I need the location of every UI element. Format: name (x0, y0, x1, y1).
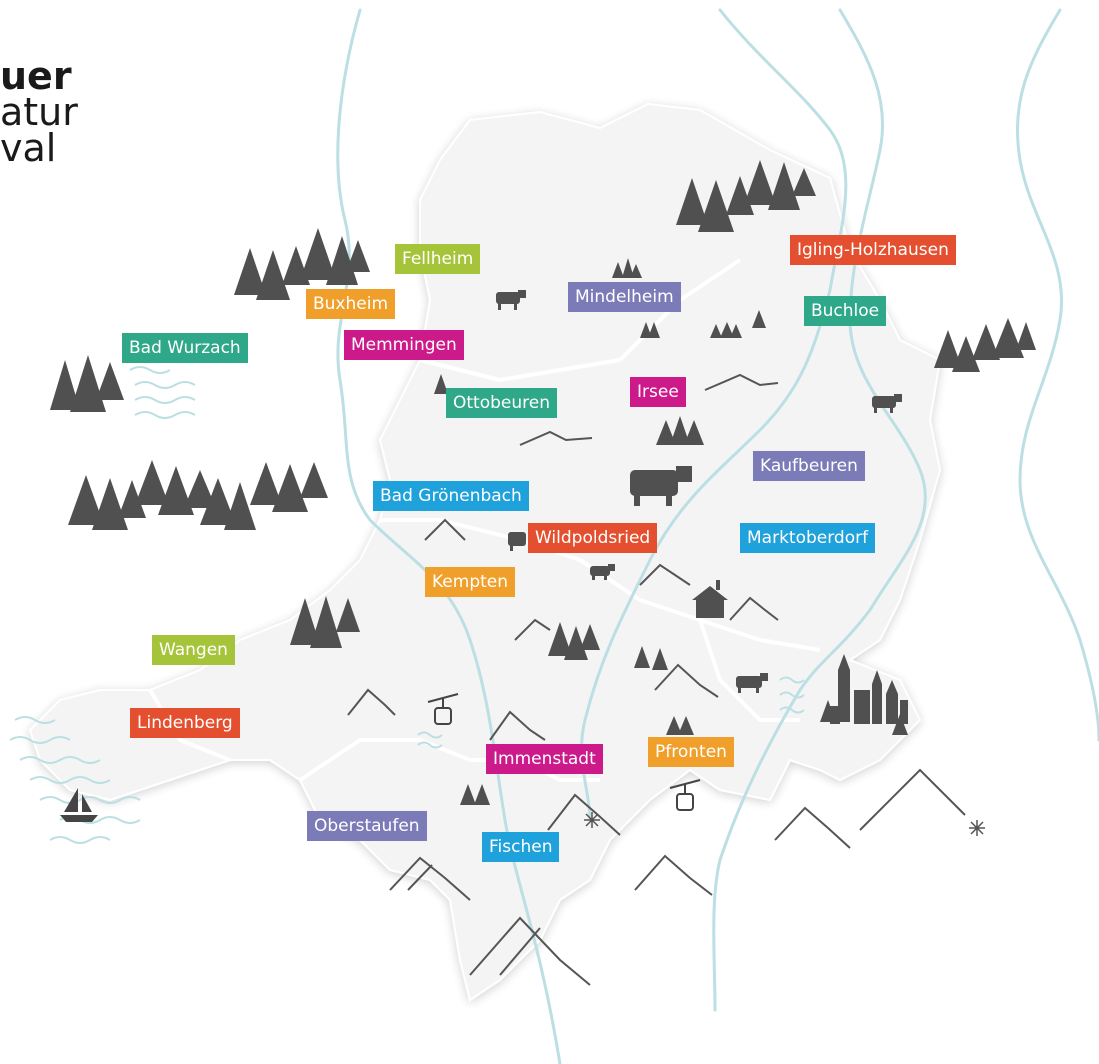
tree-groups (50, 160, 1036, 805)
sailboat-icon (60, 788, 98, 822)
place-label-memmingen[interactable]: Memmingen (344, 330, 464, 360)
hut-icon (692, 580, 728, 618)
waves-castle-icon (779, 676, 805, 714)
snowflake-icon (584, 812, 985, 836)
mountain-icon (424, 518, 466, 541)
place-label-bad-groenenbach[interactable]: Bad Grönenbach (373, 481, 529, 511)
mountain-icon (639, 563, 691, 586)
mountain-icon (547, 793, 621, 836)
place-label-lindenberg[interactable]: Lindenberg (130, 708, 240, 738)
cow-icon (590, 564, 615, 580)
title-line-1: uer (0, 54, 72, 98)
mountain-icon (389, 856, 471, 901)
festival-title: uer atur val (0, 54, 78, 170)
mountain-icon (654, 663, 719, 698)
place-label-immenstadt[interactable]: Immenstadt (486, 744, 603, 774)
mountain-icon (347, 688, 396, 716)
trees-west-forest-icon (68, 460, 328, 530)
castle-icon (830, 654, 908, 724)
mountain-icon (859, 768, 966, 831)
trees-north-east-icon (676, 160, 816, 232)
cow-icon (496, 290, 526, 310)
place-label-kempten[interactable]: Kempten (425, 567, 516, 597)
trees-bad-wurzach-icon (50, 355, 124, 412)
mountain-icon (634, 854, 713, 896)
place-label-pfronten[interactable]: Pfronten (648, 737, 734, 767)
lake-waves-icon (9, 716, 141, 844)
place-label-fellheim[interactable]: Fellheim (395, 244, 481, 274)
mountain-icon (514, 618, 551, 641)
cow-icons (496, 290, 902, 693)
cow-icon (872, 394, 902, 413)
mountain-icon (489, 710, 546, 741)
trees-east-icon (934, 318, 1036, 372)
waves-small-icon (417, 731, 443, 749)
trees-north-west-icon (234, 228, 370, 300)
mountain-icon (729, 596, 779, 621)
mountain-icons (347, 373, 966, 986)
rivers (336, 8, 1099, 1064)
place-label-bad-wurzach[interactable]: Bad Wurzach (122, 333, 248, 363)
mountain-icon (519, 430, 593, 446)
title-line-3: val (0, 126, 57, 170)
waves-bad-wurzach-icon (129, 366, 196, 419)
place-label-buchloe[interactable]: Buchloe (804, 296, 887, 326)
cable-car-icon (427, 693, 701, 811)
place-label-mindelheim[interactable]: Mindelheim (568, 282, 681, 312)
place-label-oberstaufen[interactable]: Oberstaufen (307, 811, 427, 841)
cow-icon (630, 466, 692, 506)
river-lech (712, 8, 927, 1012)
place-label-wildpoldsried[interactable]: Wildpoldsried (528, 523, 658, 553)
trees-small-icons (434, 258, 908, 805)
river-east (1015, 8, 1099, 742)
place-label-igling-holzhausen[interactable]: Igling-Holzhausen (790, 235, 956, 265)
place-label-kaufbeuren[interactable]: Kaufbeuren (753, 451, 865, 481)
place-label-ottobeuren[interactable]: Ottobeuren (446, 388, 557, 418)
cow-icon (736, 673, 768, 693)
title-line-2: atur (0, 90, 78, 134)
place-label-marktoberdorf[interactable]: Marktoberdorf (740, 523, 876, 553)
river-iller (336, 8, 562, 1064)
place-label-irsee[interactable]: Irsee (630, 377, 686, 407)
allgaeu-region-outline (28, 102, 942, 1002)
cow-icon (508, 532, 526, 551)
mountain-icon (704, 373, 779, 391)
mountain-icon (774, 806, 851, 849)
place-label-buxheim[interactable]: Buxheim (306, 289, 396, 319)
mountain-icon (469, 916, 591, 986)
river-wertach (580, 8, 848, 822)
trees-wangen-icon (290, 596, 360, 648)
place-label-fischen[interactable]: Fischen (482, 832, 560, 862)
place-label-wangen[interactable]: Wangen (152, 635, 235, 665)
